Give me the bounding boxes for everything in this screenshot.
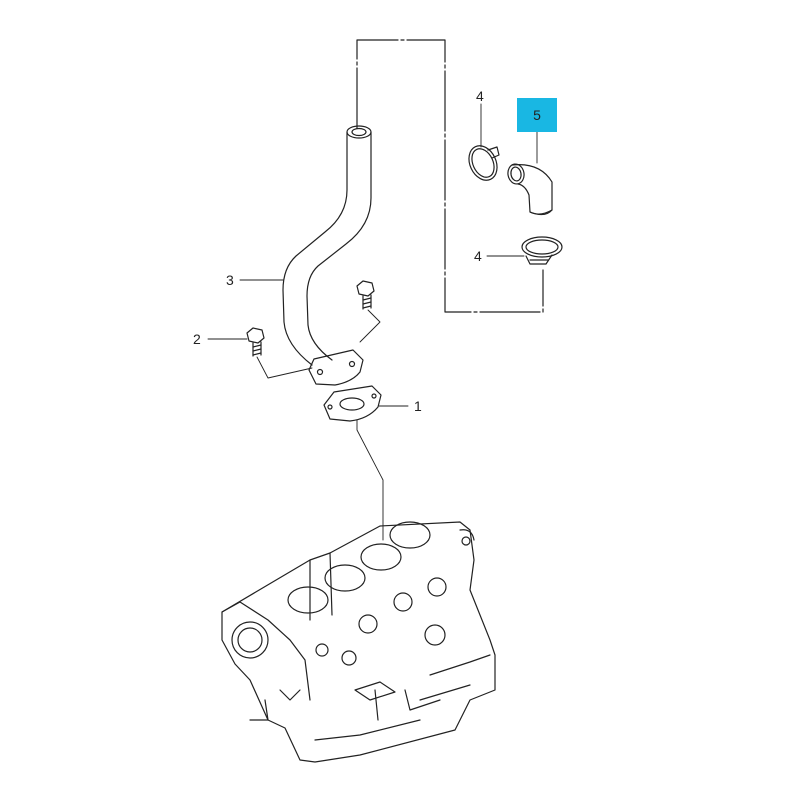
- callout-2: 2: [193, 331, 201, 347]
- callout-4-upper: 4: [476, 88, 484, 104]
- callout-1: 1: [414, 398, 422, 414]
- callout-3: 3: [226, 272, 234, 288]
- engine-block: [221, 521, 496, 763]
- connection-frame-lines: [356, 39, 544, 313]
- gasket-to-block-leader: [356, 419, 384, 541]
- bolt-right: [356, 280, 375, 310]
- callout-5-highlight: 5: [517, 98, 557, 132]
- callout-leaders: [207, 103, 538, 407]
- hose-clamp-lower: [521, 236, 563, 265]
- callout-4-lower: 4: [474, 248, 482, 264]
- callout-5: 5: [533, 107, 541, 123]
- gasket: [323, 385, 382, 422]
- bolt-leader-lines: [256, 309, 381, 379]
- water-pipe: [282, 125, 372, 386]
- hose-clamp-upper: [468, 145, 500, 181]
- hose: [507, 163, 553, 216]
- bolt-left: [246, 327, 265, 357]
